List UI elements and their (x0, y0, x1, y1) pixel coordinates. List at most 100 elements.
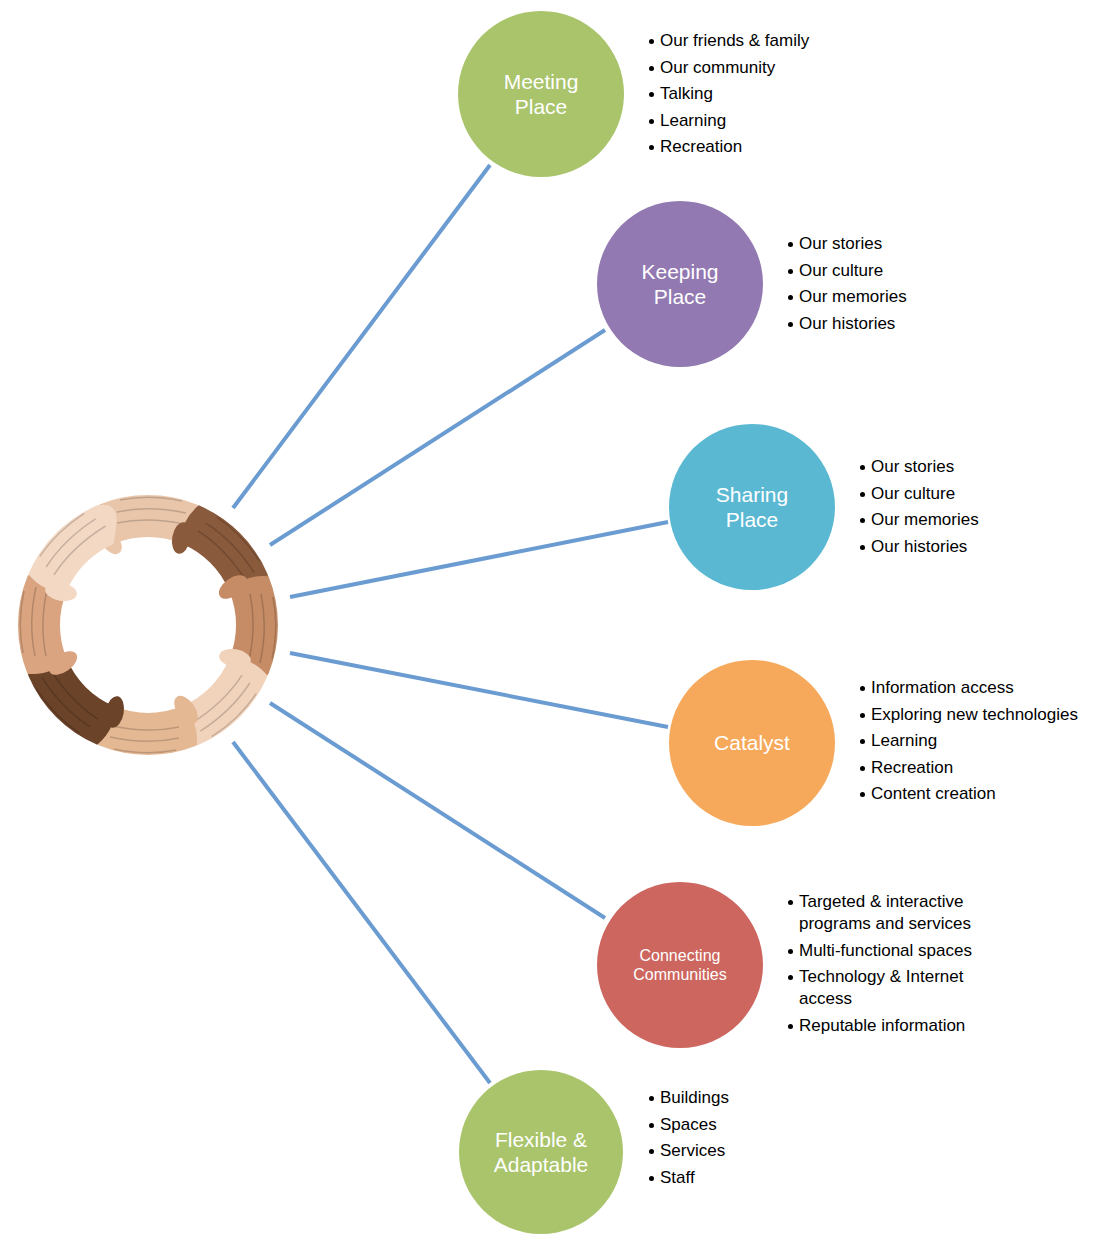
bullet-item: Our histories (859, 536, 979, 558)
circle-fill (597, 882, 763, 1048)
bullet-dot (860, 713, 865, 718)
circle-title: Sharing Place (690, 482, 814, 532)
bullet-dot (788, 1024, 793, 1029)
circle-fill (459, 1070, 623, 1234)
circle-fill (597, 201, 763, 367)
circle-fill (669, 660, 835, 826)
bullet-text: Buildings (660, 1088, 729, 1107)
bullet-item: Buildings (648, 1087, 729, 1109)
leader-line (233, 165, 490, 508)
bullet-item: Services (648, 1140, 729, 1162)
bullet-item: Multi-functional spaces (787, 940, 992, 962)
hands-ring (15, 492, 280, 757)
bullet-item: Information access (859, 677, 1078, 699)
bullet-dot (649, 1176, 654, 1181)
bullet-dot (649, 119, 654, 124)
bullet-item: Our memories (787, 286, 907, 308)
circle-title: Keeping Place (618, 259, 742, 309)
bullet-text: Reputable information (799, 1016, 965, 1035)
circle-shape (597, 882, 763, 1048)
hand (18, 492, 142, 616)
topic-circle: Meeting PlaceOur friends & familyOur com… (458, 11, 624, 177)
bullet-item: Targeted & interactive programs and serv… (787, 891, 992, 935)
bullet-dot (788, 949, 793, 954)
circle-shape (459, 1070, 623, 1234)
topic-circle: Connecting CommunitiesTargeted & interac… (597, 882, 763, 1048)
bullet-text: Technology & Internet access (799, 967, 963, 1008)
bullet-text: Our memories (871, 510, 979, 529)
bullet-dot (649, 39, 654, 44)
bullet-text: Content creation (871, 784, 996, 803)
bullet-item: Spaces (648, 1114, 729, 1136)
bullet-item: Staff (648, 1167, 729, 1189)
bullet-text: Staff (660, 1168, 695, 1187)
bullet-text: Recreation (871, 758, 953, 777)
bullet-item: Our memories (859, 509, 979, 531)
bullet-dot (860, 545, 865, 550)
bullet-dot (860, 792, 865, 797)
bullet-dot (860, 518, 865, 523)
bullet-text: Our culture (799, 261, 883, 280)
bullet-dot (860, 766, 865, 771)
bullet-dot (649, 1096, 654, 1101)
bullet-dot (788, 269, 793, 274)
bullet-item: Learning (648, 110, 809, 132)
bullet-item: Content creation (859, 783, 1078, 805)
bullet-text: Information access (871, 678, 1014, 697)
bullet-item: Technology & Internet access (787, 966, 992, 1010)
circle-title: Flexible & Adaptable (479, 1127, 603, 1177)
circle-title: Meeting Place (479, 69, 603, 119)
bullet-dot (649, 66, 654, 71)
bullet-dot (860, 465, 865, 470)
bullet-text: Our friends & family (660, 31, 809, 50)
bullet-text: Our histories (799, 314, 895, 333)
bullet-item: Our friends & family (648, 30, 809, 52)
bullet-text: Recreation (660, 137, 742, 156)
bullet-dot (860, 739, 865, 744)
bullet-text: Learning (660, 111, 726, 130)
bullet-text: Our memories (799, 287, 907, 306)
bullet-item: Our stories (859, 456, 979, 478)
bullet-dot (649, 92, 654, 97)
bullet-text: Services (660, 1141, 725, 1160)
bullet-dot (649, 1123, 654, 1128)
bullet-list: Information accessExploring new technolo… (859, 677, 1078, 810)
leader-line (290, 653, 668, 727)
bullet-item: Our culture (787, 260, 907, 282)
topic-circle: Flexible & AdaptableBuildingsSpacesServi… (459, 1070, 623, 1234)
bullet-text: Spaces (660, 1115, 717, 1134)
bullet-text: Multi-functional spaces (799, 941, 972, 960)
bullet-list: Our storiesOur cultureOur memoriesOur hi… (859, 456, 979, 562)
bullet-dot (649, 145, 654, 150)
bullet-text: Exploring new technologies (871, 705, 1078, 724)
circle-fill (669, 424, 835, 590)
bullet-text: Our histories (871, 537, 967, 556)
bullet-item: Recreation (859, 757, 1078, 779)
bullet-dot (788, 900, 793, 905)
bullet-text: Our stories (799, 234, 882, 253)
topic-circle: Keeping PlaceOur storiesOur cultureOur m… (597, 201, 763, 367)
leader-line (233, 742, 490, 1083)
circle-title: Connecting Communities (618, 946, 742, 984)
topic-circle: Sharing PlaceOur storiesOur cultureOur m… (669, 424, 835, 590)
leader-line (270, 703, 605, 918)
bullet-dot (649, 1149, 654, 1154)
circle-shape (669, 424, 835, 590)
bullet-dot (860, 686, 865, 691)
bullet-dot (788, 322, 793, 327)
bullet-dot (788, 975, 793, 980)
bullet-text: Our stories (871, 457, 954, 476)
bullet-item: Our histories (787, 313, 907, 335)
leader-line (270, 330, 605, 545)
circle-fill (458, 11, 624, 177)
bullet-item: Exploring new technologies (859, 704, 1078, 726)
bullet-text: Targeted & interactive programs and serv… (799, 892, 971, 933)
bullet-item: Our stories (787, 233, 907, 255)
bullet-text: Learning (871, 731, 937, 750)
bullet-item: Talking (648, 83, 809, 105)
bullet-dot (788, 295, 793, 300)
bullet-list: Targeted & interactive programs and serv… (787, 891, 992, 1041)
bullet-item: Our culture (859, 483, 979, 505)
bullet-text: Our community (660, 58, 775, 77)
